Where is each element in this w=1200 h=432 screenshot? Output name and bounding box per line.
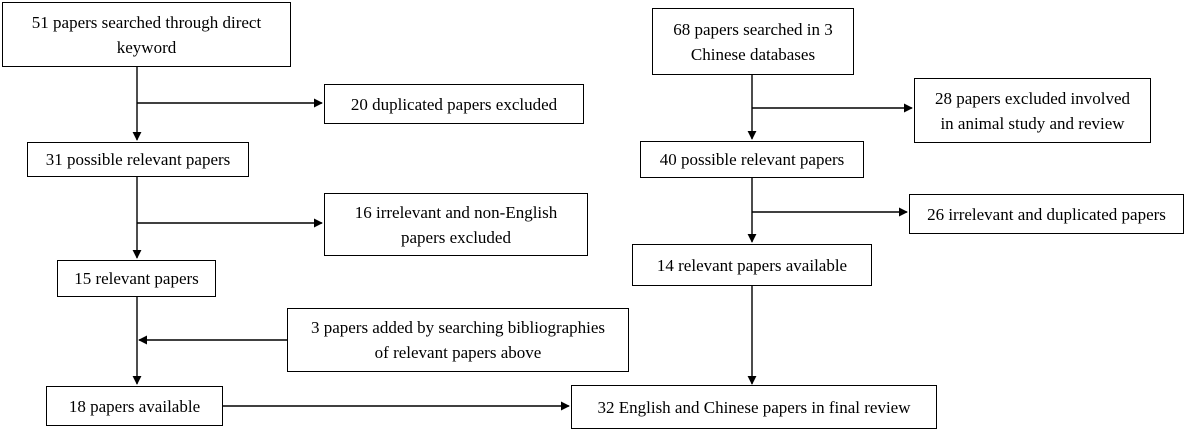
box-right-relevant-available: 14 relevant papers available [632, 244, 872, 286]
box-bibliography-added: 3 papers added by searching bibliographi… [287, 308, 629, 372]
box-final-review: 32 English and Chinese papers in final r… [571, 385, 937, 429]
box-left-available: 18 papers available [46, 386, 223, 426]
box-left-possible-relevant: 31 possible relevant papers [27, 142, 249, 177]
box-irrelevant-duplicated: 26 irrelevant and duplicated papers [909, 194, 1184, 234]
box-left-relevant: 15 relevant papers [57, 260, 216, 297]
box-right-possible-relevant: 40 possible relevant papers [640, 141, 864, 178]
box-duplicates-excluded: 20 duplicated papers excluded [324, 84, 584, 124]
